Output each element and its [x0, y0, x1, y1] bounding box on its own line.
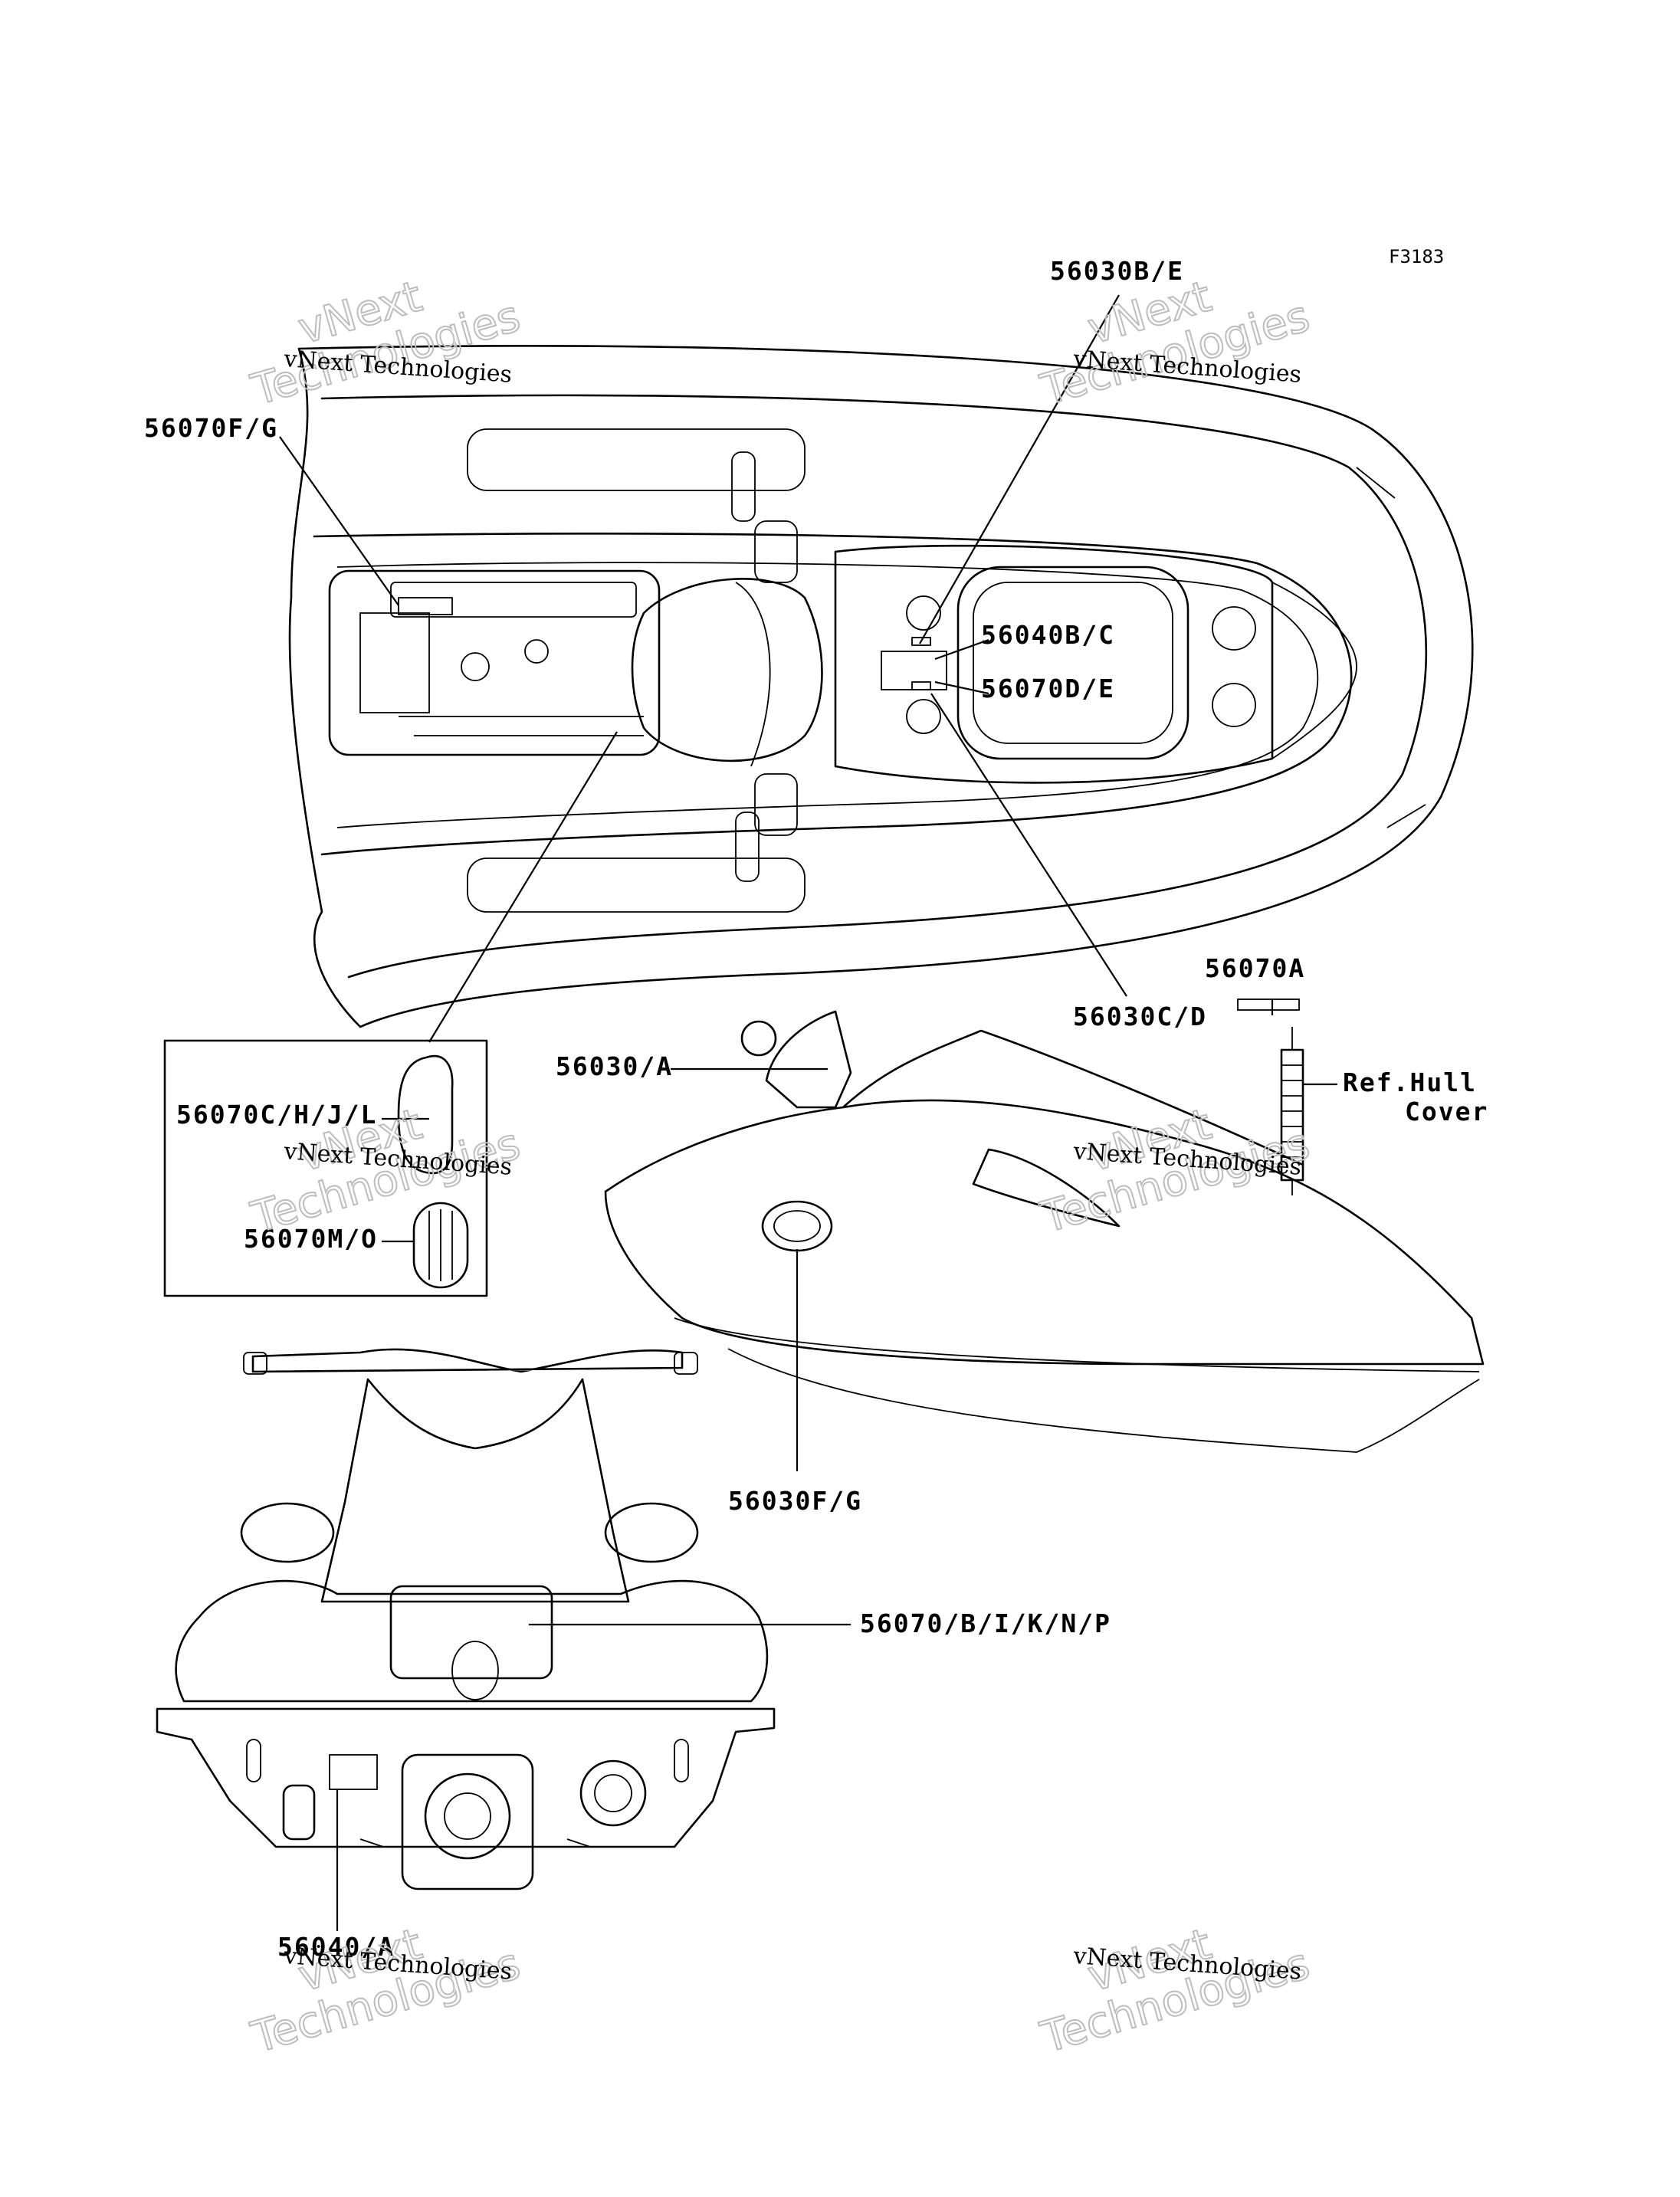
callout-ref-hull: Ref.Hull [1343, 1067, 1477, 1097]
side-view-drawing [604, 998, 1485, 1453]
watermark-1: vNext Technologies [245, 271, 527, 417]
callout-labels: F3183 56030B/E 56070F/G 56040B/C 56070D/… [144, 246, 1488, 1962]
callout-56040B-C: 56040B/C [981, 620, 1115, 650]
rear-view-drawing [156, 1348, 776, 1890]
top-view-drawing [288, 345, 1474, 1028]
callout-56070F-G: 56070F/G [144, 413, 278, 443]
figure-id: F3183 [1389, 246, 1444, 267]
callout-cover: Cover [1405, 1097, 1488, 1126]
callout-56070D-E: 56070D/E [981, 674, 1115, 703]
callout-56070C-H-J-L: 56070C/H/J/L [176, 1100, 377, 1130]
callout-56030-A: 56030/A [556, 1051, 673, 1081]
inset-box [163, 1039, 488, 1297]
callout-56030C-D: 56030C/D [1073, 1002, 1207, 1031]
callout-56030F-G: 56030F/G [728, 1486, 862, 1516]
leader-lines [279, 294, 1337, 1931]
callout-56070M-O: 56070M/O [244, 1224, 378, 1254]
callout-56040-A: 56040/A [277, 1932, 395, 1962]
callout-56070A: 56070A [1205, 953, 1305, 983]
callout-56070-B-I-K-N-P: 56070/B/I/K/N/P [860, 1608, 1111, 1638]
callout-56030B-E: 56030B/E [1050, 256, 1184, 286]
